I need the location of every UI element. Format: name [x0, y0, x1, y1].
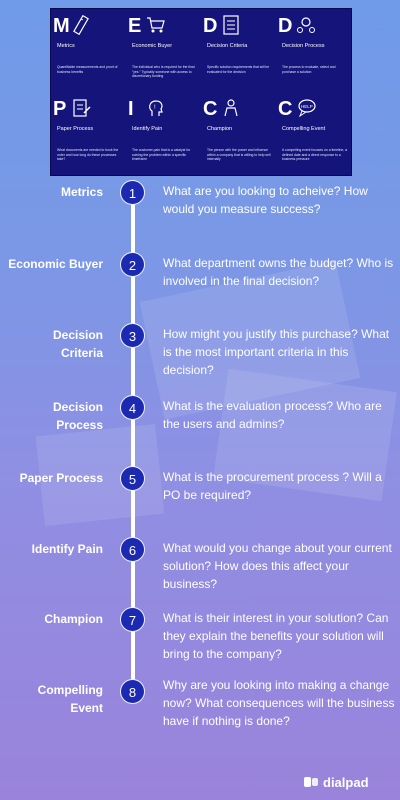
step-question: What are you looking to acheive? How wou… — [163, 184, 368, 216]
head-icon: ! — [149, 100, 163, 116]
checklist-icon — [223, 15, 239, 35]
cell-description: Specific solution requirements that will… — [207, 65, 270, 74]
card-cell-identify-pain: I ! Identify Pain The customer pain that… — [126, 92, 201, 175]
cell-title: Metrics — [57, 43, 75, 49]
step-label: Compelling Event — [37, 683, 103, 715]
cell-letter: E — [128, 15, 142, 37]
card-cell-champion: C Champion The person with the power and… — [201, 92, 276, 175]
step-question: Why are you looking into making a change… — [163, 678, 395, 728]
step-label: Decision Criteria — [52, 328, 103, 360]
person-icon — [224, 99, 238, 117]
card-cell-metrics: M Metrics Quantifiable measurements and … — [51, 9, 126, 92]
cell-description: The process to evaluate, select and purc… — [282, 65, 336, 74]
step-question: What is the evaluation process? Who are … — [163, 399, 382, 431]
cell-letter: C — [278, 98, 293, 120]
step-label: Economic Buyer — [8, 257, 103, 271]
step-label: Champion — [44, 612, 103, 626]
cell-title: Economic Buyer — [132, 43, 173, 49]
step-number: 6 — [120, 537, 145, 562]
card-cell-decision-process: D Decision Process The process to evalua… — [276, 9, 351, 92]
paper-icon — [73, 99, 91, 117]
card-cell-compelling-event: C HELP Compelling Event A compelling eve… — [276, 92, 351, 175]
step-label: Metrics — [60, 185, 103, 199]
step-label: Identify Pain — [31, 542, 103, 556]
step-question: What is their interest in your solution?… — [163, 611, 389, 661]
cell-letter: P — [53, 98, 67, 120]
step-number: 5 — [120, 466, 145, 491]
cell-title: Identify Pain — [132, 126, 163, 132]
cell-title: Compelling Event — [282, 126, 326, 132]
timeline-line — [131, 180, 135, 700]
cell-title: Paper Process — [57, 126, 94, 132]
step-number: 1 — [120, 180, 145, 205]
step-number: 7 — [120, 607, 145, 632]
step-question: How might you justify this purchase? Wha… — [163, 327, 390, 377]
cell-letter: D — [203, 15, 218, 37]
cell-description: A compelling event focuses on a timeline… — [282, 148, 348, 162]
cell-letter: D — [278, 15, 293, 37]
card-cell-paper-process: P Paper Process What documents are neede… — [51, 92, 126, 175]
brand-name: dialpad — [323, 774, 369, 790]
cell-title: Decision Process — [282, 43, 325, 49]
card-cell-decision-criteria: D Decision Criteria Specific solution re… — [201, 9, 276, 92]
step-question: What is the procurement process ? Will a… — [163, 470, 382, 502]
meddpicc-summary-card: M Metrics Quantifiable measurements and … — [50, 8, 352, 176]
gears-icon — [297, 17, 315, 33]
step-question: What would you change about your current… — [163, 541, 392, 591]
ruler-icon — [73, 15, 89, 35]
cell-title: Decision Criteria — [207, 43, 248, 49]
cell-description: Quantifiable measurements and proof of b… — [57, 65, 118, 74]
cell-letter: M — [53, 15, 70, 37]
step-question: What department owns the budget? Who is … — [163, 256, 394, 288]
help-bubble-text: HELP — [301, 104, 313, 109]
cell-description: What documents are needed to book the or… — [57, 148, 119, 162]
cell-description: The person with the power and influence … — [207, 148, 271, 162]
cart-icon — [147, 17, 165, 33]
dialpad-logo: dialpad — [303, 774, 369, 790]
step-number: 8 — [120, 679, 145, 704]
step-label: Paper Process — [19, 471, 103, 485]
dialpad-logo-icon — [304, 777, 318, 787]
svg-text:!: ! — [154, 105, 156, 111]
step-number: 3 — [120, 323, 145, 348]
card-cell-economic-buyer: E Economic Buyer The individual who is r… — [126, 9, 201, 92]
step-label: Decision Process — [52, 400, 103, 432]
cell-letter: I — [128, 98, 134, 120]
cell-title: Champion — [207, 126, 233, 132]
cell-letter: C — [203, 98, 218, 120]
help-bubble-icon: HELP — [298, 99, 316, 118]
step-number: 4 — [120, 395, 145, 420]
step-number: 2 — [120, 252, 145, 277]
cell-description: The customer pain that is a catalyst for… — [132, 148, 191, 162]
cell-description: The individual who is required for the f… — [132, 65, 195, 79]
